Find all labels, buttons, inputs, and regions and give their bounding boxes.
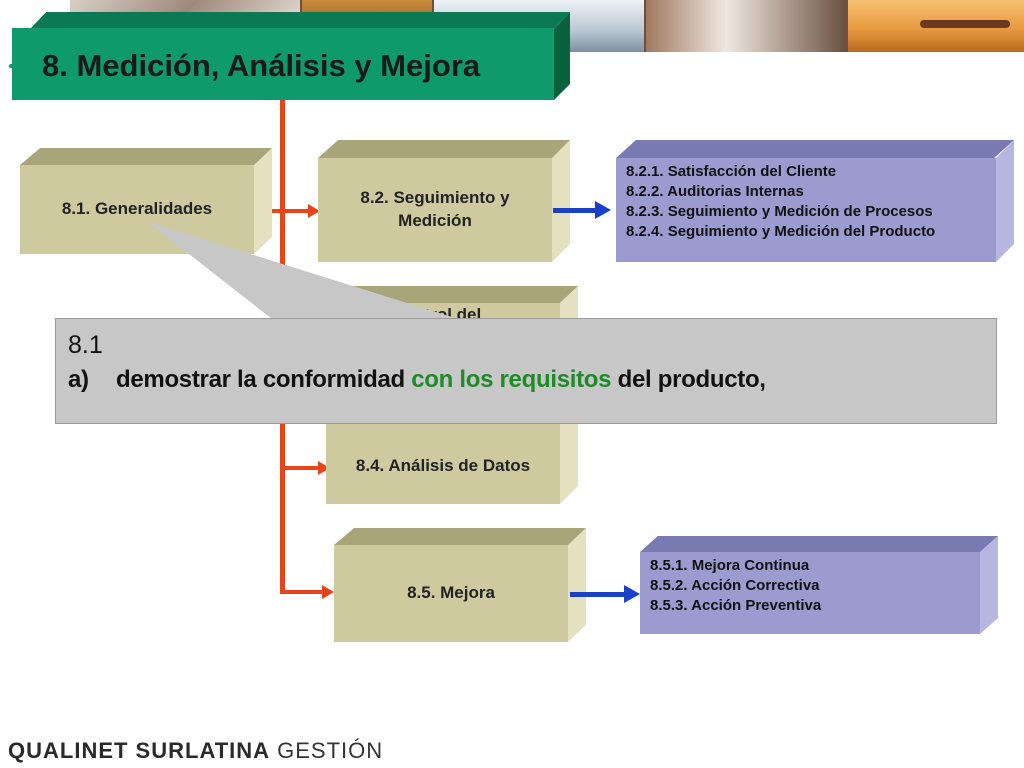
title-box-top-face [30, 12, 570, 29]
title-box [12, 28, 554, 100]
arrowhead-right-icon [322, 585, 334, 599]
box-label-line1: 8.2. Seguimiento y [360, 188, 510, 208]
arrowhead-right-icon [308, 204, 320, 218]
box-label: 8.1. Generalidades [20, 165, 254, 254]
detail-item: 8.2.2. Auditorias Internas [626, 183, 804, 200]
box-label-line2: Medición [398, 211, 472, 230]
box-mejora: 8.5. Mejora [334, 528, 586, 642]
callout-item-a: a) demostrar la conformidad con los requi… [68, 366, 766, 394]
callout-text-after: del producto, [611, 366, 766, 393]
detail-item: 8.2.4. Seguimiento y Medición del Produc… [626, 223, 936, 240]
bullet-dot-icon [9, 64, 13, 68]
page-title: 8. Medición, Análisis y Mejora [42, 48, 481, 83]
blue-arrow-85-icon [570, 585, 640, 603]
footer-brand: QUALINET SURLATINA [8, 738, 271, 763]
detail-item: 8.2.3. Seguimiento y Medición de Proceso… [626, 203, 933, 220]
title-box-side-face [554, 12, 570, 100]
box-label: 8.5. Mejora [334, 545, 568, 642]
box-generalidades: 8.1. Generalidades [20, 148, 272, 254]
box-analisis-datos: 8.4. Análisis de Datos [326, 420, 578, 504]
connector-84 [282, 466, 322, 470]
detail-item: 8.5.1. Mejora Continua [650, 557, 810, 574]
box-label: 8.4. Análisis de Datos [326, 420, 560, 504]
callout-item-label: a) [68, 366, 89, 393]
detail-box-85: 8.5.1. Mejora Continua 8.5.2. Acción Cor… [640, 536, 998, 634]
callout-box: 8.1 a) demostrar la conformidad con los r… [55, 318, 997, 424]
detail-item: 8.2.1. Satisfacción del Cliente [626, 163, 837, 180]
callout-section-number: 8.1 [68, 331, 103, 359]
footer-logo: QUALINET SURLATINA GESTIÓN [8, 738, 383, 764]
blue-arrow-82-icon [553, 201, 611, 219]
detail-box-82: 8.2.1. Satisfacción del Cliente 8.2.2. A… [616, 140, 1014, 262]
connector-81-82 [262, 209, 312, 213]
airplane-silhouette-icon [920, 20, 1010, 28]
detail-item: 8.5.3. Acción Preventiva [650, 597, 822, 614]
header-photo-banner [70, 0, 1024, 52]
connector-85 [282, 590, 326, 594]
callout-text-before: demostrar la conformidad [116, 366, 412, 393]
callout-text-highlight: con los requisitos [411, 366, 612, 393]
box-seguimiento-medicion: 8.2. Seguimiento y Medición [318, 140, 570, 262]
banner-photo-people [646, 0, 846, 52]
footer-brand-suffix: GESTIÓN [270, 738, 384, 763]
detail-item: 8.5.2. Acción Correctiva [650, 577, 820, 594]
